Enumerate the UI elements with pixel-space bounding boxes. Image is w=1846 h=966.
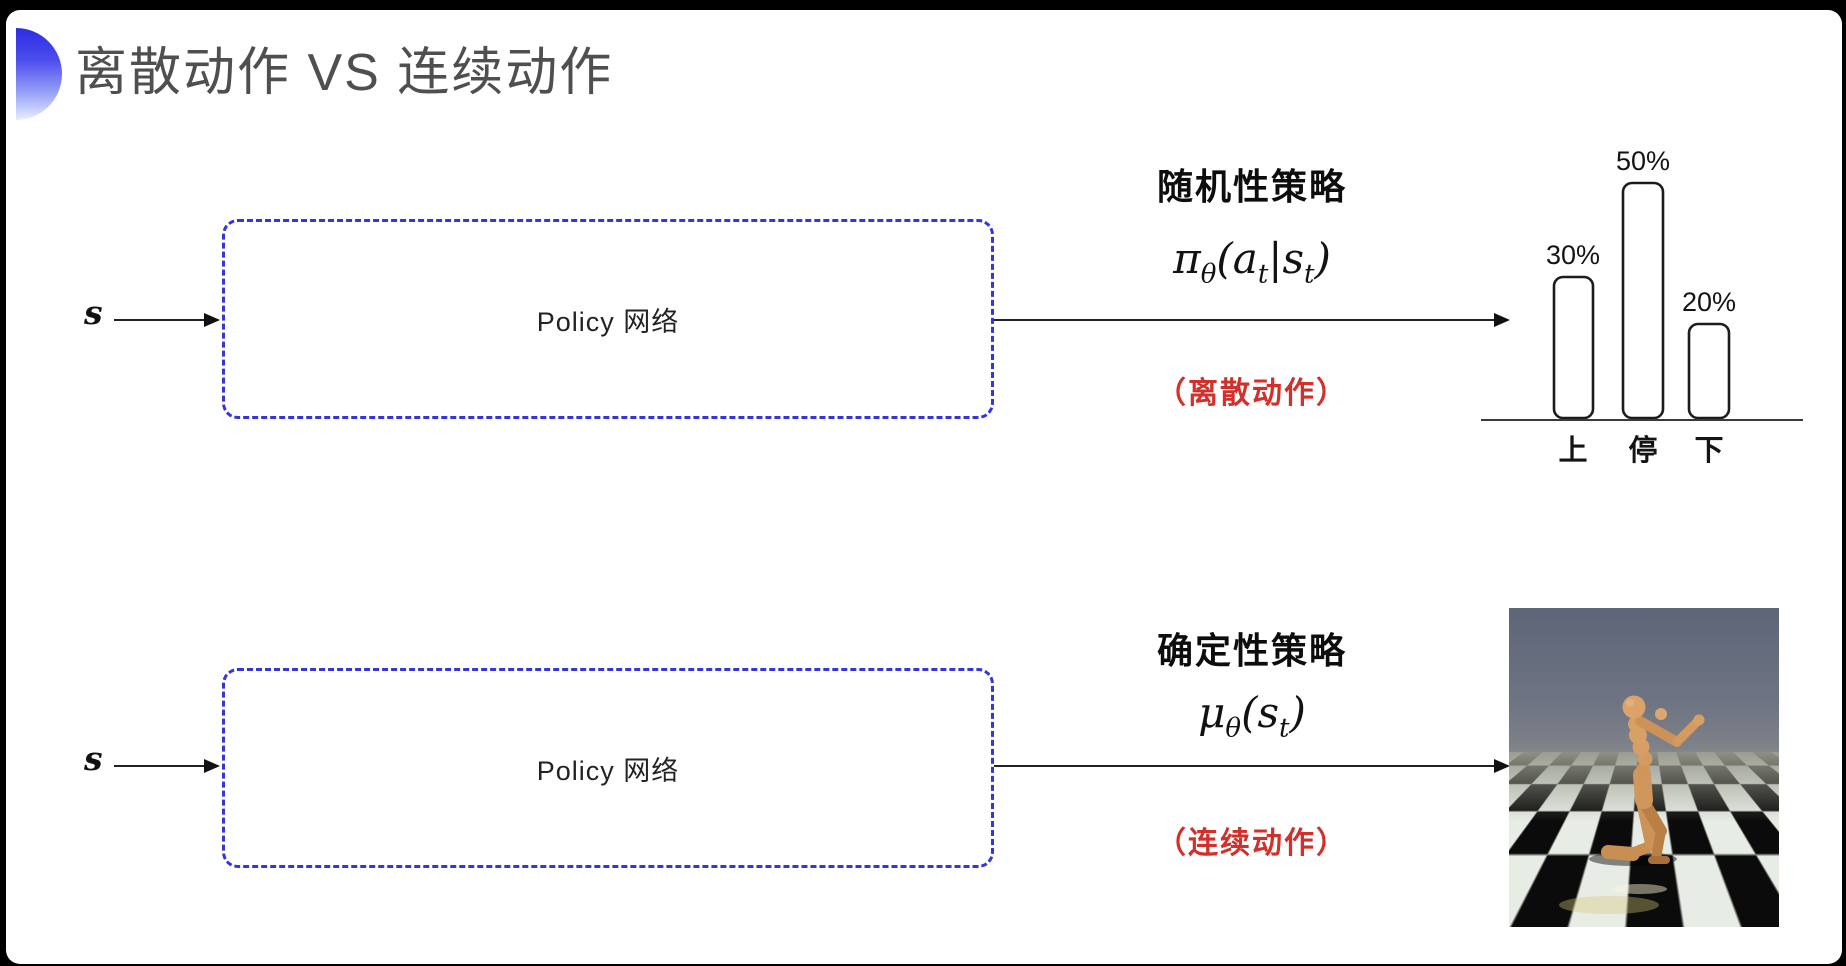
output-arrow-top <box>994 313 1510 327</box>
input-arrow-top <box>114 313 220 327</box>
state-input-label-top: s <box>84 293 103 332</box>
bar-down <box>1687 322 1731 420</box>
policy-network-label-bottom: Policy 网络 <box>536 755 680 786</box>
stochastic-policy-title: 随机性策略 <box>1156 166 1347 207</box>
blue-half-circle-icon <box>16 28 62 120</box>
bar-value-down: 20% <box>1682 287 1736 317</box>
bar-category-up: 上 <box>1558 434 1587 467</box>
action-probability-bar-chart: 30% 50% 20% 上 停 下 <box>1481 146 1803 467</box>
policy-network-label-top: Policy 网络 <box>536 306 680 337</box>
bar-value-stop: 50% <box>1616 146 1670 176</box>
deterministic-policy-title: 确定性策略 <box>1156 630 1347 671</box>
humanoid-robot-figure <box>1559 695 1705 914</box>
policy-network-box-top: Policy 网络 <box>222 219 994 419</box>
bar-stop <box>1621 181 1665 420</box>
bar-value-up: 30% <box>1546 240 1600 270</box>
bar-up <box>1552 275 1595 420</box>
bar-category-down: 下 <box>1694 435 1723 467</box>
state-input-label-bottom: s <box>84 739 103 778</box>
output-arrow-bottom <box>994 759 1510 773</box>
continuous-action-label: （连续动作） <box>1156 827 1348 860</box>
mujoco-humanoid-image <box>1509 608 1779 927</box>
discrete-action-label: （离散动作） <box>1156 377 1348 410</box>
slide-background: 离散动作 VS 连续动作 s Policy 网络 随机性策略 πθ(at|st)… <box>6 10 1842 964</box>
deterministic-policy-formula: μθ(st) <box>1198 688 1306 744</box>
stochastic-policy-formula: πθ(at|st) <box>1173 234 1331 290</box>
policy-network-box-bottom: Policy 网络 <box>222 668 994 868</box>
bar-category-stop: 停 <box>1628 433 1657 467</box>
input-arrow-bottom <box>114 759 220 773</box>
page-title: 离散动作 VS 连续动作 <box>75 44 614 102</box>
